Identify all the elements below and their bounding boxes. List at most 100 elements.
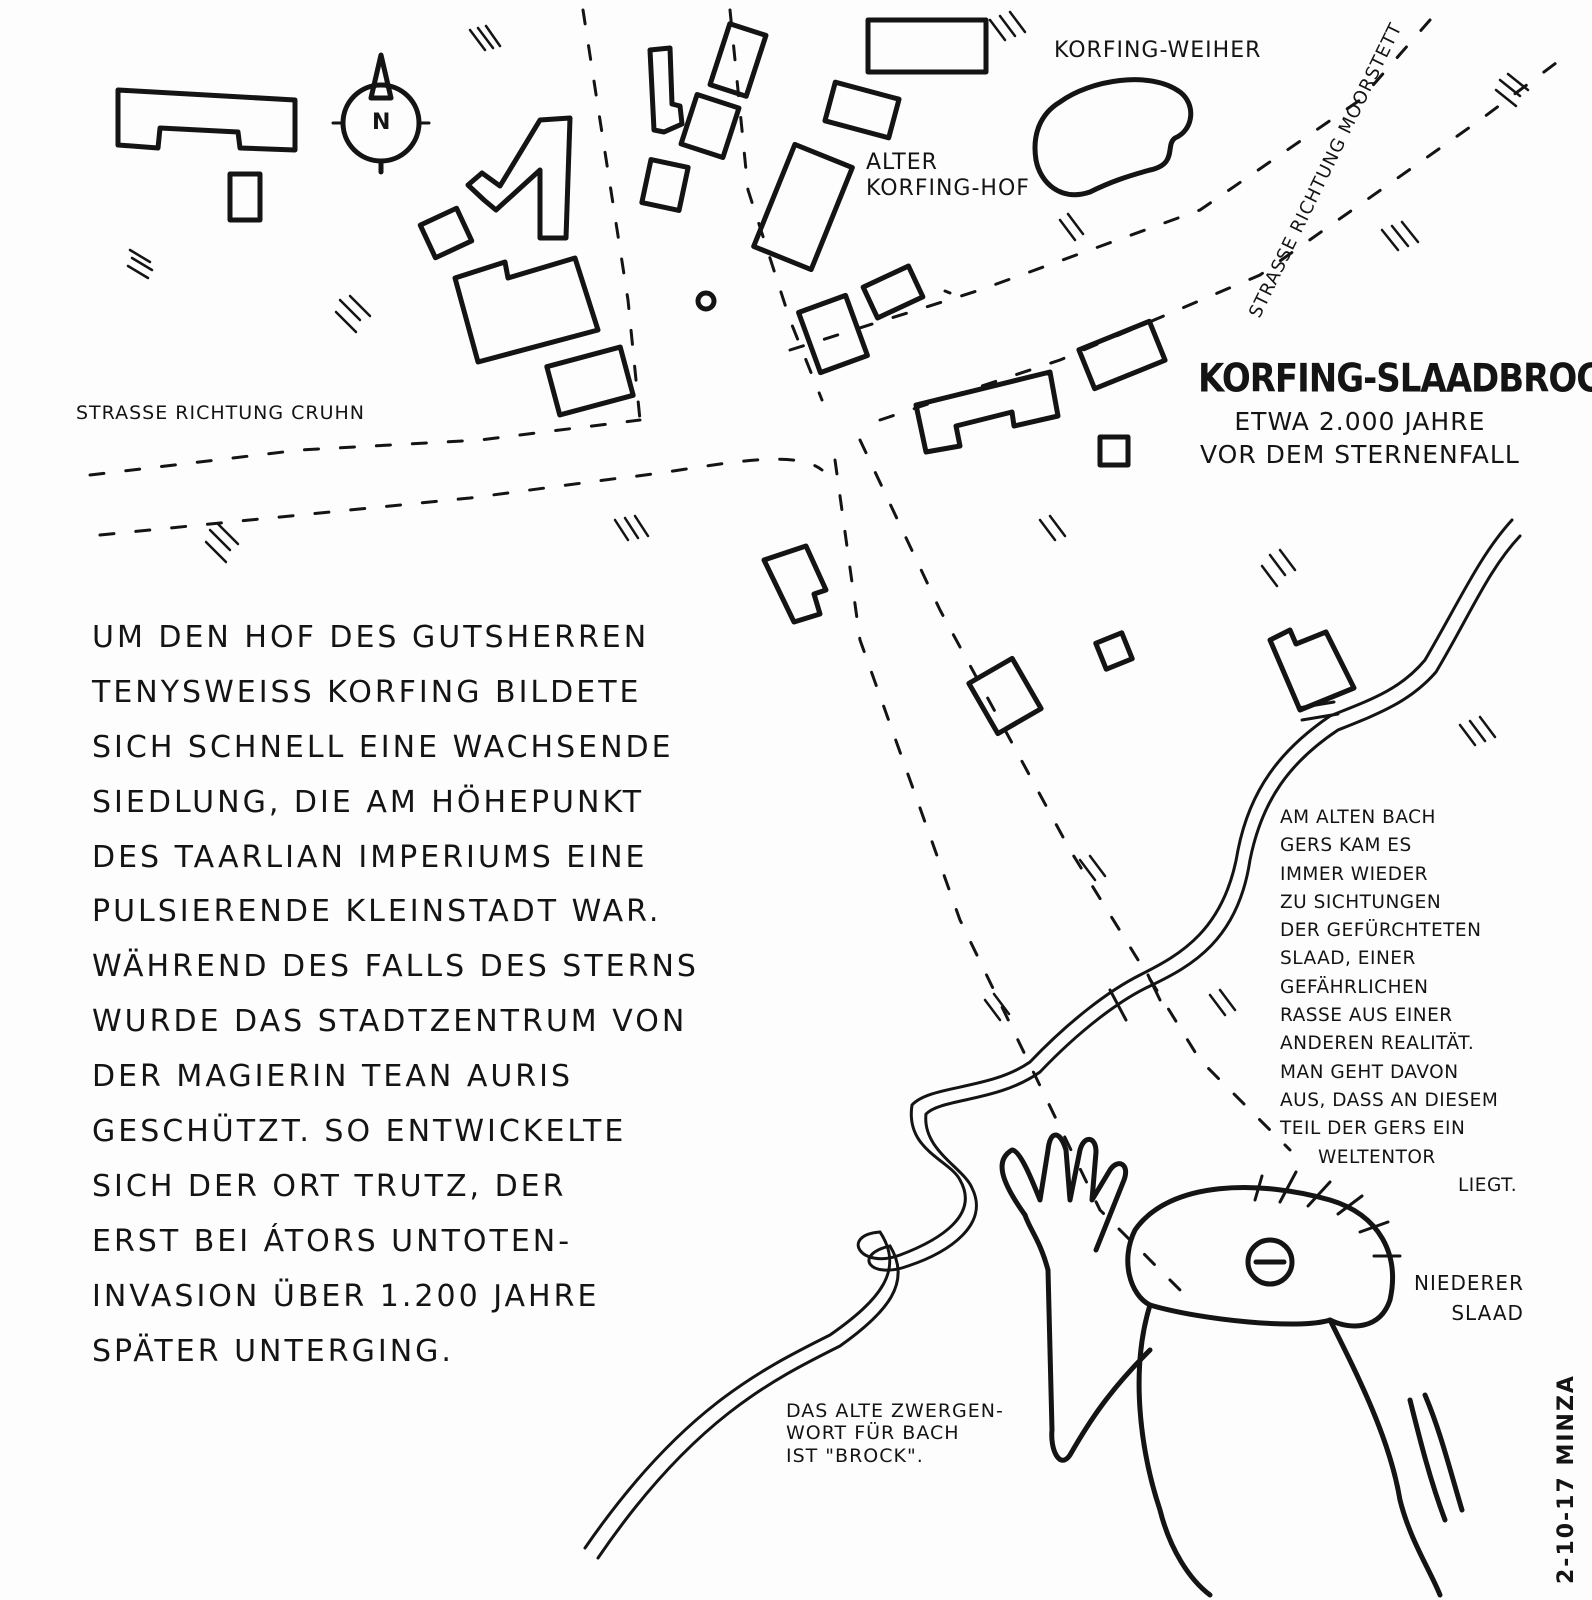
slaad-spines — [1253, 1170, 1402, 1258]
road-west-upper-edge — [88, 418, 642, 477]
building-20 — [966, 655, 1044, 737]
main-text-line: SPÄTER UNTERGING. — [92, 1333, 454, 1369]
slaad-head — [1125, 1185, 1395, 1329]
side-text: AM ALTEN BACH GERS KAM ES IMMER WIEDER Z… — [1280, 804, 1517, 1200]
well — [695, 290, 717, 312]
subtitle-line-1: ETWA 2.000 JAHRE — [1234, 407, 1486, 436]
signature: 2-10-17 MINZA — [1554, 1374, 1579, 1584]
main-text-line: WÄHREND DES FALLS DES STERNS — [92, 949, 699, 985]
side-text-line: WELTENTOR — [1318, 1146, 1436, 1168]
building-7 — [647, 45, 685, 135]
road-west-lower-edge — [98, 457, 824, 537]
hatch-10 — [1038, 514, 1067, 542]
slaad-body — [1136, 1302, 1443, 1598]
brook-gers — [583, 518, 1522, 1560]
side-text-line: AUS, DASS AN DIESEM — [1280, 1089, 1499, 1111]
building-6 — [544, 344, 636, 418]
building-9 — [678, 91, 742, 161]
hatch-5 — [613, 514, 650, 542]
road-north-right-edge — [728, 8, 824, 402]
main-text-line: SIEDLUNG, DIE AM HÖHEPUNKT — [92, 784, 645, 820]
road-east-upper-edge — [788, 18, 1432, 352]
note-line: IST "BROCK". — [786, 1444, 924, 1467]
slaad-eye — [1245, 1237, 1295, 1287]
hatch-9 — [1494, 72, 1530, 108]
building-10 — [639, 157, 691, 213]
hatch-6 — [988, 10, 1027, 42]
note-line: WORT FÜR BACH — [786, 1422, 960, 1445]
road-south-left-edge — [833, 458, 1192, 1302]
side-text-line: RASSE AUS EINER — [1280, 1005, 1453, 1027]
building-3 — [465, 115, 573, 241]
building-11 — [865, 17, 989, 75]
building-13 — [751, 141, 855, 273]
main-text-line: UM DEN HOF DES GUTSHERREN — [92, 620, 650, 655]
hatch-7 — [1058, 212, 1085, 242]
label-slaad: NIEDERER SLAAD — [1414, 1268, 1524, 1328]
hatch-12 — [1458, 715, 1497, 747]
hatch-4 — [204, 522, 240, 564]
slaad-hand — [999, 1132, 1128, 1253]
side-text-line: ZU SICHTUNGEN — [1280, 891, 1442, 913]
main-text-line: WURDE DAS STADTZENTRUM VON — [92, 1004, 688, 1040]
road-north-left-edge — [581, 8, 642, 422]
roads — [88, 8, 1562, 1302]
main-text-line: SICH SCHNELL EINE WACHSENDE — [92, 729, 674, 765]
label-pond: KORFING-WEIHER — [1054, 38, 1262, 63]
building-21 — [1093, 630, 1135, 672]
side-text-line: AM ALTEN BACH — [1280, 807, 1436, 828]
side-text-line: ANDEREN REALITÄT. — [1280, 1033, 1475, 1055]
main-text-line: DES TAARLIAN IMPERIUMS EINE — [92, 839, 648, 875]
hatch-2 — [126, 248, 154, 280]
label-farm-line-1: ALTER — [866, 150, 938, 175]
side-text-line: GEFÄHRLICHEN — [1280, 976, 1429, 998]
side-text-line: TEIL DER GERS EIN — [1280, 1118, 1466, 1140]
building-5 — [452, 255, 601, 365]
building-12 — [822, 79, 902, 141]
building-19 — [761, 543, 829, 625]
slaad-arm — [1022, 1212, 1153, 1463]
note-line: DAS ALTE ZWERGEN- — [786, 1400, 1004, 1422]
pond-outline — [1032, 77, 1194, 198]
side-text-line: DER GEFÜRCHTETEN — [1280, 920, 1482, 942]
building-14 — [860, 263, 926, 321]
building-17 — [1076, 318, 1168, 392]
vegetation-hatching — [126, 10, 1530, 1022]
compass-rose — [331, 52, 431, 175]
building-2 — [227, 171, 263, 223]
main-text-line: SICH DER ORT TRUTZ, DER — [92, 1168, 567, 1204]
side-text-line: GERS KAM ES — [1280, 835, 1412, 857]
hof-marker — [943, 289, 952, 295]
compass-letter: N — [372, 110, 391, 135]
map-subtitle: ETWA 2.000 JAHRE VOR DEM STERNENFALL — [1200, 406, 1520, 471]
label-slaad-line-1: NIEDERER — [1414, 1271, 1524, 1295]
hatch-3 — [334, 294, 372, 334]
label-farm-line-2: KORFING-HOF — [866, 175, 1030, 201]
building-4 — [417, 205, 475, 261]
slaad-creature — [999, 1132, 1465, 1598]
main-text-line: GESCHÜTZT. SO ENTWICKELTE — [92, 1114, 627, 1150]
main-text: UM DEN HOF DES GUTSHERREN TENYSWEISS KOR… — [92, 611, 699, 1379]
side-text-line: IMMER WIEDER — [1280, 863, 1429, 885]
side-text-line: LIEGT. — [1458, 1174, 1518, 1196]
hatch-13 — [1208, 988, 1237, 1017]
main-text-line: ERST BEI ÁTORS UNTOTEN- — [92, 1223, 573, 1259]
road-east-lower-edge — [878, 58, 1562, 422]
main-text-line: DER MAGIERIN TEAN AURIS — [92, 1059, 574, 1095]
hatch-15 — [983, 992, 1011, 1022]
side-text-line: SLAAD, EINER — [1280, 948, 1416, 970]
building-18 — [1097, 434, 1131, 468]
brook-bridge — [1108, 700, 1340, 1022]
map-title: KORFING-SLAADBROCK — [1198, 356, 1592, 402]
hatch-1 — [468, 24, 502, 52]
main-text-line: INVASION ÜBER 1.200 JAHRE — [92, 1278, 600, 1314]
hatch-11 — [1260, 548, 1297, 588]
hatch-14 — [1078, 854, 1107, 882]
buildings — [115, 17, 1357, 737]
brook-bank-inner — [596, 534, 1522, 1560]
main-text-line: PULSIERENDE KLEINSTADT WAR. — [92, 894, 662, 930]
label-slaad-line-2: SLAAD — [1451, 1301, 1524, 1325]
building-1 — [115, 87, 298, 153]
